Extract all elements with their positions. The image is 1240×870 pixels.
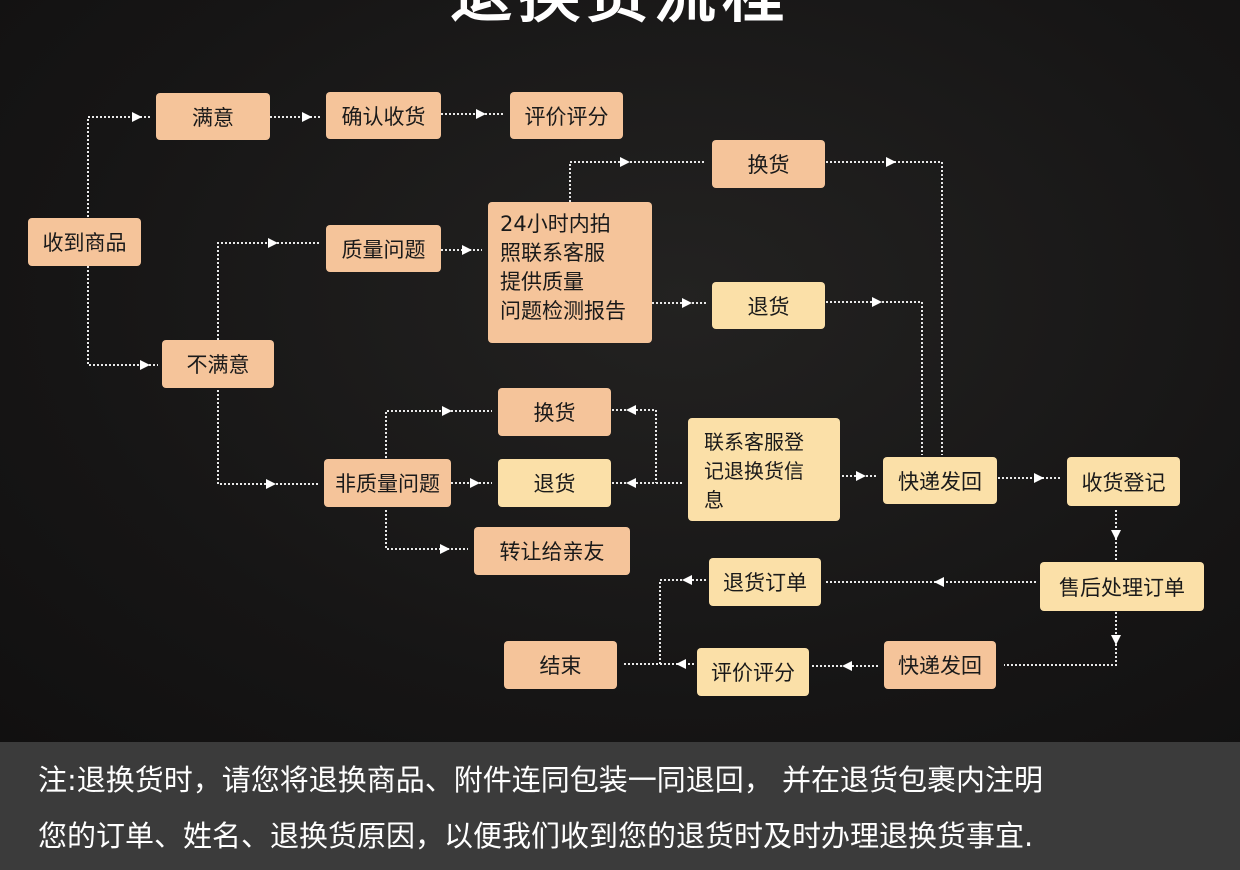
arrowhead: [682, 298, 692, 308]
arrowhead: [682, 575, 692, 585]
node-review-bottom[interactable]: 评价评分: [697, 648, 809, 696]
arrowhead: [934, 577, 944, 587]
connector-receive-satisfied: [87, 116, 150, 217]
node-non-quality-issue[interactable]: 非质量问题: [324, 459, 451, 507]
arrowhead: [856, 471, 866, 481]
node-receipt-register[interactable]: 收货登记: [1067, 457, 1180, 506]
connector-photo-exchange: [569, 161, 706, 202]
arrowhead: [462, 245, 472, 255]
arrowhead: [476, 109, 486, 119]
node-unsatisfied[interactable]: 不满意: [162, 340, 274, 388]
arrowhead: [442, 406, 452, 416]
arrowhead: [140, 360, 150, 370]
arrowhead: [266, 479, 276, 489]
arrowhead: [1111, 530, 1121, 540]
arrowhead: [626, 405, 636, 415]
connector-exchange-express: [826, 161, 943, 455]
node-exchange-top[interactable]: 换货: [712, 140, 825, 188]
note-line-2: 您的订单、姓名、退换货原因，以便我们收到您的退货时及时办理退换货事宜.: [38, 819, 1034, 853]
node-quality-issue[interactable]: 质量问题: [326, 225, 441, 272]
connector-aftersale-expressbottom: [1004, 612, 1117, 666]
arrowhead: [620, 157, 630, 167]
connector-unsatisfied-quality: [217, 242, 320, 340]
node-exchange-mid[interactable]: 换货: [498, 388, 611, 436]
node-return-top[interactable]: 退货: [712, 282, 825, 329]
node-confirm-receipt[interactable]: 确认收货: [326, 92, 441, 139]
node-photo-contact-service[interactable]: 24小时内拍 照联系客服 提供质量 问题检测报告: [488, 202, 652, 343]
connector-unsatisfied-nonquality: [217, 390, 318, 485]
node-review-top[interactable]: 评价评分: [510, 92, 623, 139]
connector-nonquality-transfer: [385, 510, 468, 550]
arrowhead: [302, 112, 312, 122]
note-line-1: 注:退换货时，请您将退换商品、附件连同包装一同退回， 并在退货包裹内注明: [38, 763, 1043, 797]
node-transfer-friends[interactable]: 转让给亲友: [474, 527, 630, 575]
note-bar: 注:退换货时，请您将退换商品、附件连同包装一同退回， 并在退货包裹内注明 您的订…: [0, 742, 1240, 870]
arrowhead: [268, 238, 278, 248]
arrowhead: [470, 478, 480, 488]
node-express-back-mid[interactable]: 快递发回: [883, 457, 997, 504]
arrowhead: [842, 661, 852, 671]
arrowhead: [872, 297, 882, 307]
node-contact-register[interactable]: 联系客服登 记退换货信 息: [688, 418, 840, 521]
arrowhead: [132, 112, 142, 122]
arrowhead: [626, 478, 636, 488]
node-receive-goods[interactable]: 收到商品: [28, 218, 141, 266]
connector-nonquality-exchange: [385, 410, 492, 458]
arrowhead: [676, 659, 686, 669]
node-return-order[interactable]: 退货订单: [709, 558, 821, 606]
page-title: 退换货流程: [0, 0, 1240, 26]
node-return-mid[interactable]: 退货: [498, 459, 611, 507]
flowchart-canvas: 退换货流程: [0, 0, 1240, 742]
connector-returnorder-end: [659, 579, 706, 664]
node-express-back-bottom[interactable]: 快递发回: [884, 641, 996, 689]
connector-receive-unsatisfied: [87, 266, 158, 366]
connector-layer: [87, 109, 1121, 671]
node-end[interactable]: 结束: [504, 641, 617, 689]
arrowhead: [440, 544, 450, 554]
connector-exchange-merge: [612, 409, 657, 483]
arrowhead: [1034, 473, 1044, 483]
node-aftersale-order[interactable]: 售后处理订单: [1040, 562, 1204, 611]
node-satisfied[interactable]: 满意: [156, 93, 270, 140]
connector-return-express: [826, 301, 923, 455]
arrowhead: [1111, 635, 1121, 645]
arrowhead: [886, 157, 896, 167]
